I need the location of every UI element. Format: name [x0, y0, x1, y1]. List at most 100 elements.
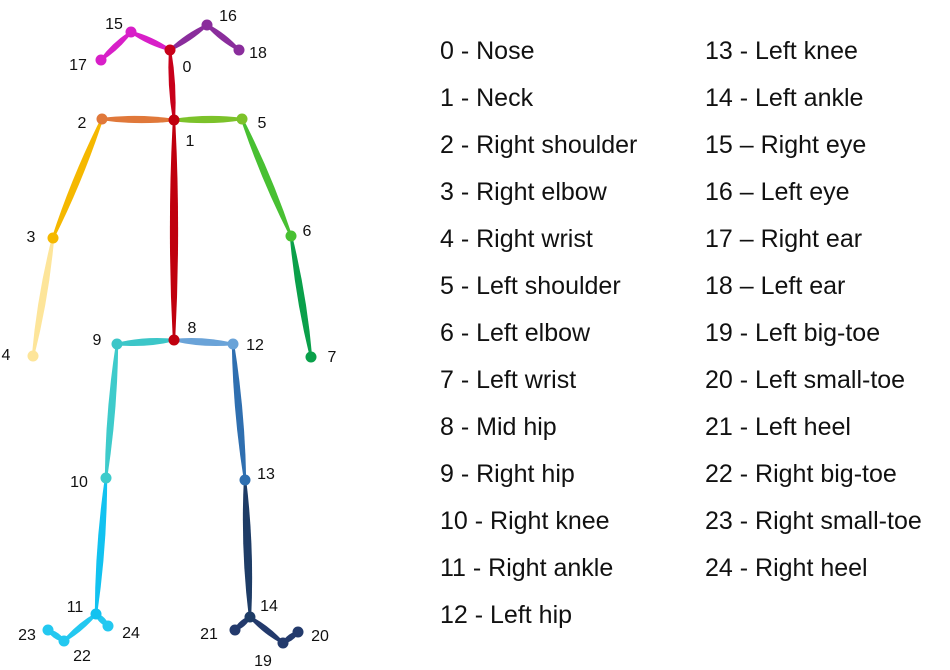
- keypoint-5: [236, 113, 248, 125]
- limb-8-12: [173, 337, 234, 347]
- limb-15-17: [100, 31, 132, 61]
- limb-3-4: [31, 237, 55, 357]
- legend-item: 4 - Right wrist: [440, 225, 593, 253]
- legend-item: 15 – Right eye: [705, 131, 867, 159]
- keypoint-label-7: 7: [328, 349, 337, 366]
- keypoint-label-16: 16: [219, 8, 237, 25]
- limb-2-3: [51, 118, 104, 239]
- limb-11-22: [63, 613, 97, 642]
- keypoint-label-6: 6: [303, 223, 312, 240]
- keypoint-23: [42, 624, 54, 636]
- keypoint-label-19: 19: [254, 653, 272, 670]
- legend-item: 1 - Neck: [440, 84, 534, 112]
- keypoint-9: [111, 338, 123, 350]
- limb-10-11: [94, 477, 108, 615]
- legend-item: 13 - Left knee: [705, 37, 858, 65]
- legend-item: 22 - Right big-toe: [705, 460, 897, 488]
- keypoint-label-22: 22: [73, 648, 91, 665]
- limb-16-18: [206, 24, 240, 51]
- keypoint-label-3: 3: [27, 229, 36, 246]
- keypoint-label-20: 20: [311, 628, 329, 645]
- limb-6-7: [289, 235, 313, 358]
- keypoint-label-15: 15: [105, 16, 123, 33]
- keypoint-label-5: 5: [258, 115, 267, 132]
- keypoint-label-1: 1: [186, 133, 195, 150]
- keypoint-11: [90, 608, 102, 620]
- legend-item: 5 - Left shoulder: [440, 272, 621, 300]
- legend-item: 11 - Right ankle: [440, 554, 614, 582]
- keypoint-label-13: 13: [257, 466, 275, 483]
- legend-item: 21 - Left heel: [705, 413, 851, 441]
- keypoint-label-12: 12: [246, 337, 264, 354]
- limb-13-14: [242, 479, 253, 618]
- limb-14-19: [249, 616, 284, 644]
- legend-item: 17 – Right ear: [705, 225, 863, 253]
- keypoint-7: [305, 351, 317, 363]
- keypoint-4: [27, 350, 39, 362]
- legend-item: 14 - Left ankle: [705, 84, 864, 112]
- keypoint-17: [95, 54, 107, 66]
- keypoint-18: [233, 44, 245, 56]
- keypoint-19: [277, 637, 289, 649]
- legend-item: 6 - Left elbow: [440, 319, 591, 347]
- keypoint-1: [168, 114, 180, 126]
- keypoint-14: [244, 611, 256, 623]
- limb-5-6: [240, 118, 293, 237]
- keypoint-label-4: 4: [2, 347, 11, 364]
- legend-item: 19 - Left big-toe: [705, 319, 881, 347]
- legend-item: 12 - Left hip: [440, 601, 573, 629]
- keypoint-22: [58, 635, 70, 647]
- legend-item: 23 - Right small-toe: [705, 507, 922, 535]
- keypoint-21: [229, 624, 241, 636]
- keypoint-2: [96, 113, 108, 125]
- keypoint-label-10: 10: [70, 474, 88, 491]
- legend-item: 24 - Right heel: [705, 554, 868, 582]
- limb-12-13: [231, 343, 247, 481]
- limb-1-2: [101, 115, 175, 124]
- legend-item: 10 - Right knee: [440, 507, 610, 535]
- keypoint-12: [227, 338, 239, 350]
- keypoint-label-17: 17: [69, 57, 87, 74]
- keypoint-13: [239, 474, 251, 486]
- limb-1-8: [169, 120, 179, 340]
- legend-item: 3 - Right elbow: [440, 178, 607, 206]
- keypoint-label-8: 8: [188, 320, 197, 337]
- legend-item: 8 - Mid hip: [440, 413, 557, 441]
- legend-item: 18 – Left ear: [705, 272, 846, 300]
- keypoint-label-23: 23: [18, 627, 36, 644]
- keypoint-24: [102, 620, 114, 632]
- keypoint-3: [47, 232, 59, 244]
- legend-item: 16 – Left eye: [705, 178, 850, 206]
- keypoint-16: [201, 19, 213, 31]
- limb-8-9: [116, 337, 175, 347]
- legend-item: 9 - Right hip: [440, 460, 575, 488]
- keypoint-20: [292, 626, 304, 638]
- legend-item: 20 - Left small-toe: [705, 366, 906, 394]
- limb-0-15: [130, 30, 171, 52]
- keypoint-15: [125, 26, 137, 38]
- keypoint-10: [100, 472, 112, 484]
- keypoint-0: [164, 44, 176, 56]
- limb-9-10: [104, 343, 119, 479]
- limb-0-1: [168, 49, 176, 121]
- legend-item: 7 - Left wrist: [440, 366, 577, 394]
- keypoint-label-21: 21: [200, 626, 218, 643]
- keypoint-label-0: 0: [183, 59, 192, 76]
- keypoint-label-14: 14: [260, 598, 278, 615]
- limb-1-5: [173, 115, 243, 124]
- skeleton-joints: [27, 19, 317, 649]
- keypoint-label-9: 9: [93, 332, 102, 349]
- legend-left-column: 0 - Nose 1 - Neck 2 - Right shoulder 3 -…: [440, 30, 637, 641]
- keypoint-label-24: 24: [122, 625, 140, 642]
- limb-0-16: [169, 24, 208, 51]
- keypoint-8: [168, 334, 180, 346]
- legend-right-column: 13 - Left knee 14 - Left ankle 15 – Righ…: [705, 30, 922, 594]
- keypoint-6: [285, 230, 297, 242]
- keypoint-label-18: 18: [249, 45, 267, 62]
- legend-item: 2 - Right shoulder: [440, 131, 638, 159]
- keypoint-label-11: 11: [67, 599, 84, 616]
- legend-item: 0 - Nose: [440, 37, 535, 65]
- keypoint-label-2: 2: [78, 115, 87, 132]
